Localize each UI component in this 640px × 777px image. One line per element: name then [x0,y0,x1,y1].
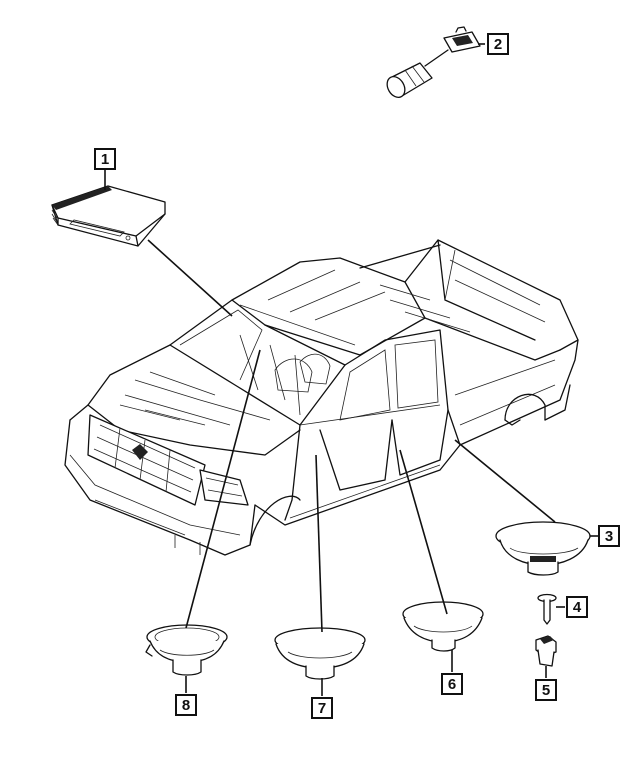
callout-5[interactable]: 5 [535,679,557,701]
speaker-part-3[interactable] [495,521,591,576]
callout-7[interactable]: 7 [311,697,333,719]
amplifier-part[interactable] [51,185,166,247]
speaker-part-7[interactable] [274,627,366,680]
push-pin-part[interactable] [537,593,557,625]
leader-lines [104,43,598,696]
callout-8[interactable]: 8 [175,694,197,716]
speaker-part-6[interactable] [402,601,484,652]
callout-6[interactable]: 6 [441,673,463,695]
clip-part[interactable] [535,635,557,667]
callout-1[interactable]: 1 [94,148,116,170]
callout-3[interactable]: 3 [598,525,620,547]
callout-2[interactable]: 2 [487,33,509,55]
truck-body [64,239,579,556]
sensor-part[interactable] [384,26,481,101]
speaker-part-8[interactable] [145,624,228,676]
callout-4[interactable]: 4 [566,596,588,618]
